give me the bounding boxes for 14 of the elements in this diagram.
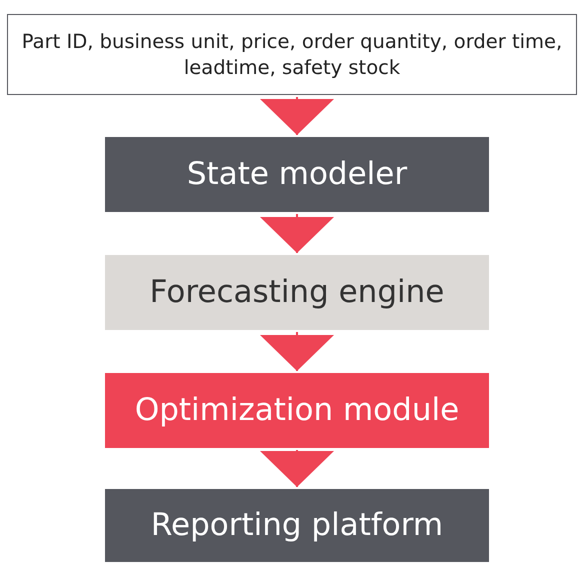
box-label: Optimization module <box>134 391 460 430</box>
process-box <box>105 137 489 212</box>
process-box <box>105 489 489 562</box>
input-list-text: Part ID, business unit, price, order quantity, order time, leadtime, safety stock <box>20 29 564 80</box>
process-box <box>105 255 489 330</box>
arrow <box>260 214 334 253</box>
process-box <box>105 373 489 448</box>
arrow <box>260 450 334 487</box>
arrow <box>260 332 334 371</box>
box-label: Reporting platform <box>150 506 444 546</box>
input-box <box>7 14 577 95</box>
arrow <box>260 97 334 135</box>
box-label: Forecasting engine <box>150 273 444 312</box>
box-label: State modeler <box>186 155 408 194</box>
